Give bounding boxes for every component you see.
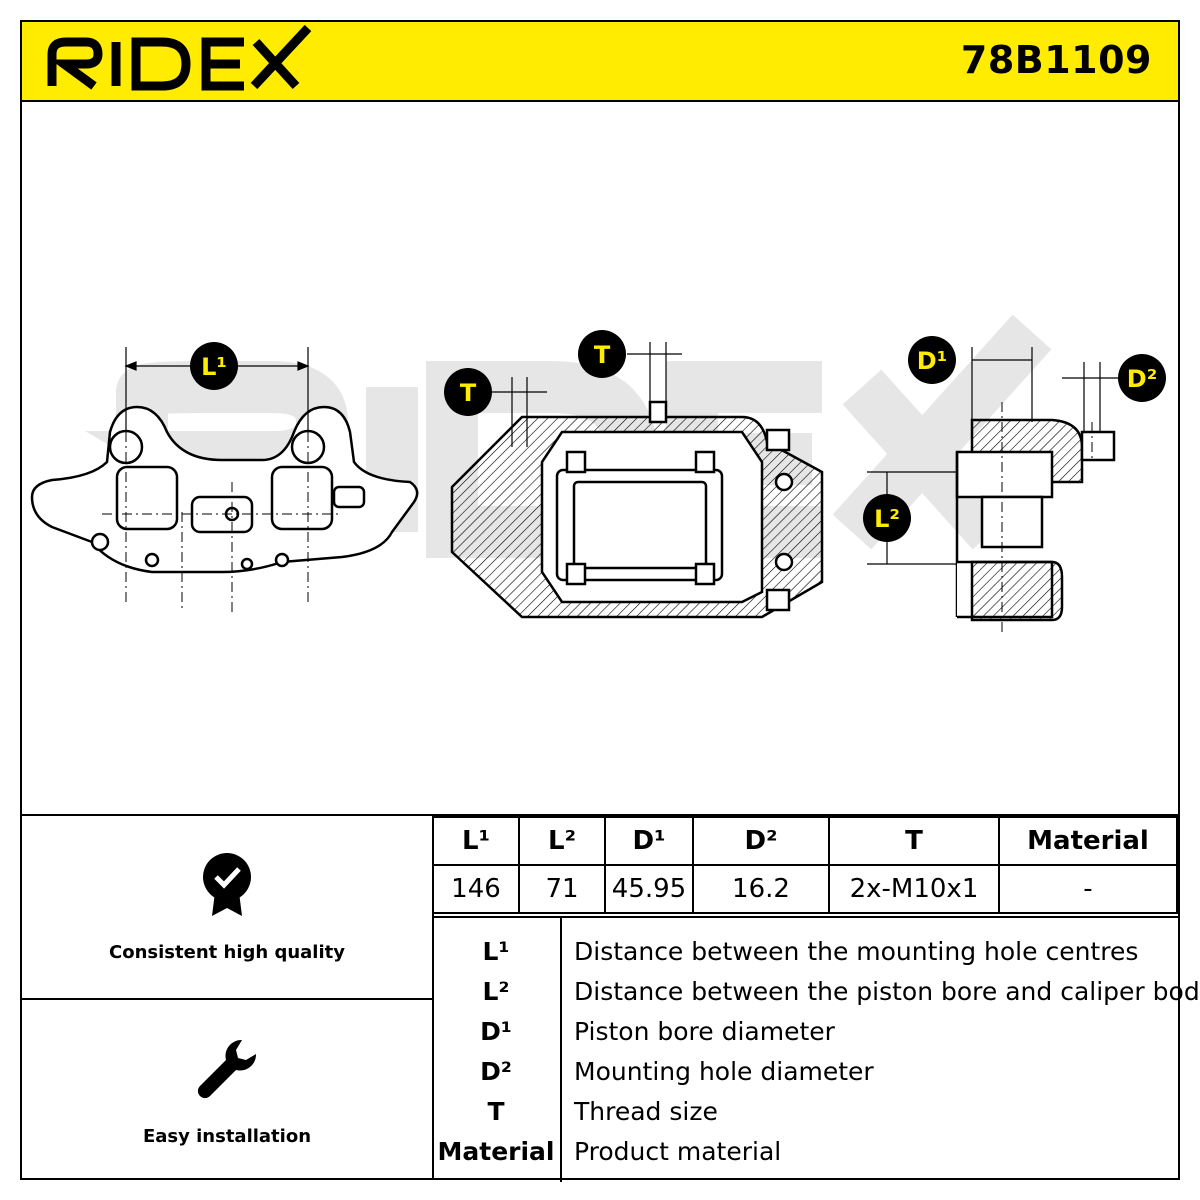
feature-panel: Consistent high quality Easy installatio…	[22, 816, 434, 1180]
d1-dimension	[971, 347, 1033, 422]
l1-badge	[190, 342, 238, 390]
caliper-side-section	[955, 418, 1116, 622]
specs-header-row: L¹ L² D¹ D² T Material	[432, 816, 1178, 866]
legend-key: Material	[437, 1137, 555, 1166]
t-dimension-top	[627, 342, 682, 407]
feature-quality-label: Consistent high quality	[109, 942, 345, 963]
d1-label: D¹	[917, 347, 947, 375]
spec-value: -	[998, 864, 1178, 914]
l1-label: L¹	[201, 353, 227, 381]
spec-header: L¹	[432, 816, 520, 866]
legend-description: Thread size	[574, 1097, 718, 1126]
spec-header: T	[828, 816, 1000, 866]
legend-divider	[560, 918, 562, 1182]
feature-installation-label: Easy installation	[142, 1126, 312, 1147]
t-label-side: T	[460, 379, 477, 407]
spec-value: 146	[432, 864, 520, 914]
wrench-icon	[197, 1039, 257, 1099]
legend-description: Piston bore diameter	[574, 1017, 835, 1046]
legend-key: L¹	[482, 937, 510, 966]
l2-badge	[863, 494, 911, 542]
l1-dimension	[124, 347, 310, 432]
ridex-logo	[47, 24, 312, 91]
spec-value: 2x-M10x1	[828, 864, 1000, 914]
spec-value: 45.95	[604, 864, 694, 914]
part-number: 78B1109	[960, 38, 1152, 82]
legend: L¹ Distance between the mounting hole ce…	[432, 916, 1200, 1182]
d2-dimension	[1062, 362, 1122, 432]
t-dimension-side	[492, 377, 547, 447]
spec-value: 71	[518, 864, 606, 914]
legend-row: D² Mounting hole diameter	[432, 1052, 1178, 1092]
specs-value-row: 146 71 45.95 16.2 2x-M10x1 -	[432, 864, 1178, 914]
t-label-top: T	[594, 341, 611, 369]
legend-row: D¹ Piston bore diameter	[432, 1012, 1178, 1052]
caliper-technical-drawing: L¹ T	[30, 314, 1166, 632]
legend-key: D¹	[480, 1017, 512, 1046]
d2-badge	[1118, 354, 1166, 402]
spec-header: D¹	[604, 816, 694, 866]
feature-installation: Easy installation	[22, 1000, 432, 1180]
d1-badge	[908, 336, 956, 384]
t-badge-top	[578, 330, 626, 378]
legend-key: T	[487, 1097, 505, 1126]
quality-badge-icon	[203, 853, 251, 916]
spec-header: L²	[518, 816, 606, 866]
legend-description: Mounting hole diameter	[574, 1057, 874, 1086]
header-bar: 78B1109	[22, 22, 1178, 102]
legend-row: L¹ Distance between the mounting hole ce…	[432, 932, 1178, 972]
legend-row: T Thread size	[432, 1092, 1178, 1132]
caliper-top-view	[450, 400, 824, 619]
spec-value: 16.2	[692, 864, 830, 914]
legend-key: L²	[482, 977, 510, 1006]
spec-header: D²	[692, 816, 830, 866]
legend-description: Product material	[574, 1137, 782, 1166]
specs-table: L¹ L² D¹ D² T Material 146 71 45.95 16.2…	[432, 816, 1178, 914]
legend-row: Material Product material	[432, 1132, 1178, 1172]
legend-key: D²	[480, 1057, 512, 1086]
info-section: Consistent high quality Easy installatio…	[22, 814, 1200, 1182]
legend-description: Distance between the mounting hole centr…	[574, 937, 1139, 966]
datasheet-frame: 78B1109	[20, 20, 1200, 1182]
spec-header: Material	[998, 816, 1178, 866]
l2-label: L²	[874, 505, 900, 533]
feature-quality: Consistent high quality	[22, 816, 432, 1000]
legend-row: L² Distance between the piston bore and …	[432, 972, 1200, 1012]
d2-label: D²	[1127, 365, 1157, 393]
t-badge-side	[444, 368, 492, 416]
legend-description: Distance between the piston bore and cal…	[574, 977, 1200, 1006]
